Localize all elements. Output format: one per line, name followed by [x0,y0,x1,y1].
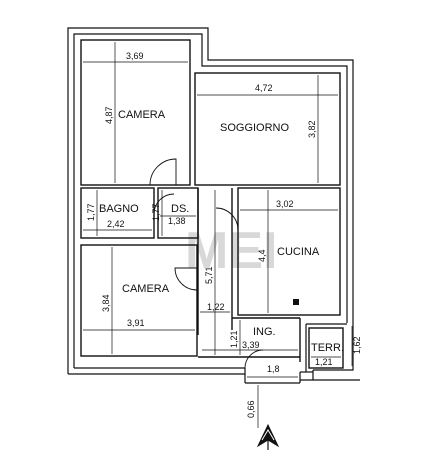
dim-camera-bottom-height: 3,84 [101,294,111,312]
room-label-cucina: CUCINA [277,246,320,258]
dim-bagno-height: 1,77 [86,203,96,221]
room-label-camera-top: CAMERA [118,109,166,121]
dim-bagno-width: 2,42 [107,219,125,229]
dim-soggiorno-height: 3,82 [307,120,317,138]
room-labels: CAMERA SOGGIORNO BAGNO DS. CUCINA CAMERA… [99,109,344,354]
watermark-text: MEI [185,222,277,280]
watermark: MEI [185,222,277,280]
dim-ds-width: 1,38 [168,216,186,226]
dimension-lines [83,42,353,428]
dim-cucina-height: 4,4 [257,249,267,262]
room-label-bagno: BAGNO [99,203,139,215]
dim-entry-width: 1,8 [267,364,280,374]
dim-terr-width: 1,21 [315,357,333,367]
entrance-arrow-icon [256,423,280,450]
fixtures [293,299,299,305]
dim-terr-height: 1,62 [352,336,362,354]
dim-camera-top-width: 3,69 [126,51,144,61]
dim-ds-height: 1,77 [151,203,161,221]
door-ingresso [244,349,264,369]
dim-cucina-width: 3,02 [276,199,294,209]
dim-ing-width: 3,39 [242,340,260,350]
room-label-camera-bottom: CAMERA [122,283,170,295]
dim-camera-top-height: 4,87 [104,106,114,124]
room-label-soggiorno: SOGGIORNO [220,122,290,134]
dim-camera-bottom-width: 3,91 [127,318,145,328]
dim-ing-height: 1,21 [229,330,239,348]
outer-walls [67,27,360,384]
kitchen-fixture-icon [293,299,299,305]
room-label-ingresso: ING. [253,326,276,338]
dim-corridor-width: 1,22 [207,302,225,312]
dim-corridor-height: 5,71 [204,266,214,284]
door-bagno [153,193,175,215]
dimension-labels: 3,69 4,87 4,72 3,82 2,42 1,77 1,77 1,38 … [86,51,362,418]
dim-entry-depth: 0,66 [246,400,256,418]
doors [149,158,264,369]
dim-soggiorno-width: 4,72 [255,83,273,93]
door-cucina [215,207,239,231]
door-camera-bottom [174,267,198,291]
room-label-terrazzo: TERR. [311,342,344,354]
door-camera-top [149,158,177,186]
room-label-ds: DS. [171,203,189,215]
